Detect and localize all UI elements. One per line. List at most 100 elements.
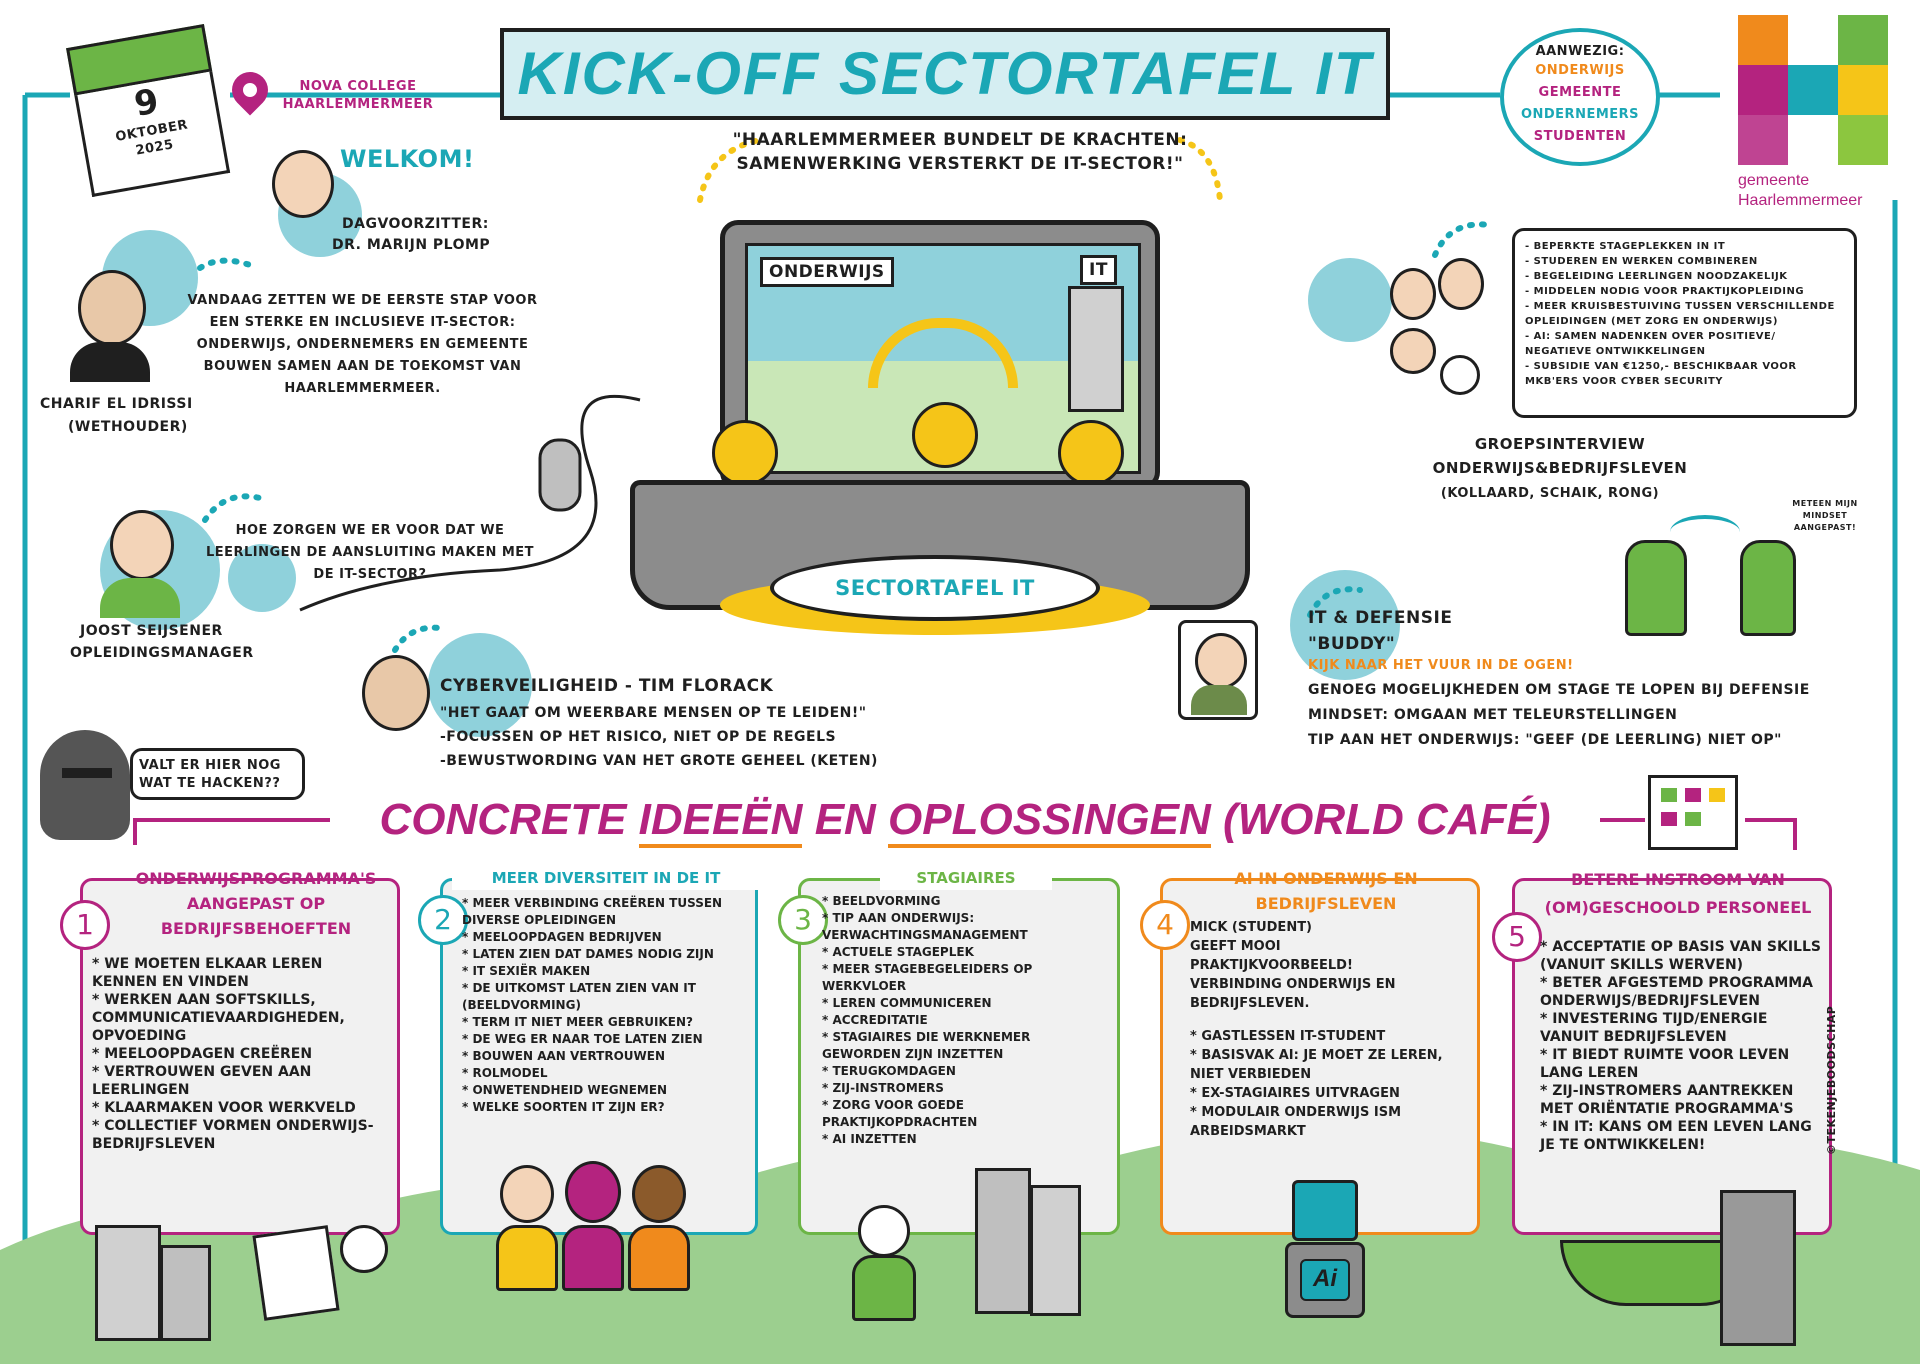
header-quote: "HAARLEMMERMEER BUNDELT DE KRACHTEN: SAM… [732,130,1188,174]
hacker-quote: VALT ER HIER NOG WAT TE HACKEN?? [139,758,281,791]
chair-role: DAGVOORZITTER: [342,216,489,232]
card-item: * DE UITKOMST LATEN ZIEN VAN IT (BEELDVO… [462,981,696,1012]
defensie-line: MINDSET: OMGAAN MET TELEURSTELLINGEN [1308,707,1678,723]
card-content: MICK (STUDENT) GEEFT MOOI PRAKTIJKVOORBE… [1190,918,1472,1168]
card-number: 2 [418,895,468,945]
card-item: * VERTROUWEN GEVEN AAN LEERLINGEN [92,1064,312,1098]
card-item: * DE WEG ER NAAR TOE LATEN ZIEN [462,1032,703,1046]
onderwijs-sign: ONDERWIJS [760,257,894,287]
hacker-mask [62,768,112,778]
chair-name: DR. MARIJN PLOMP [332,237,491,253]
card-item: * BEELDVORMING [822,894,941,908]
opleidingsmanager-name: JOOST SEIJSENER [80,623,223,639]
card-item: * BETER AFGESTEMD PROGRAMMA ONDERWIJS/BE… [1540,975,1814,1009]
worldcafe-title: CONCRETE IDEEËN EN OPLOSSINGEN (WORLD CA… [330,790,1600,850]
interview-bullet: - MIDDELEN NODIG VOOR PRAKTIJKOPLEIDING [1525,286,1805,297]
worldcafe-card-5 [1512,878,1832,1235]
calendar-icon: 9 OKTOBER 2025 [66,23,231,198]
defensie-title: IT & DEFENSIE "BUDDY" [1308,608,1453,654]
cyber-speaker-avatar [362,655,430,731]
card-item: * ACTUELE STAGEPLEK [822,945,974,959]
card-item: * TERM IT NIET MEER GEBRUIKEN? [462,1015,693,1029]
building-illustration [1720,1190,1796,1346]
worldcafe-title-part: OPLOSSINGEN [888,795,1211,848]
card-number: 3 [778,895,828,945]
card-title: ONDERWIJSPROGRAMMA'S AANGEPAST OP BEDRIJ… [135,869,377,938]
interview-bullet: - BEPERKTE STAGEPLEKKEN IN IT [1525,241,1726,252]
worldcafe-title-part: EN [802,795,889,844]
card-item: * WE MOETEN ELKAAR LEREN KENNEN EN VINDE… [92,956,323,990]
cyber-title: CYBERVEILIGHEID - TIM FLORACK [440,676,774,696]
card-item: * MEER VERBINDING CREËREN TUSSEN DIVERSE… [462,896,723,927]
card-item: PRAKTIJKVOORBEELD! [1190,958,1353,973]
title-banner: KICK-OFF SECTORTAFEL IT [500,28,1390,120]
lightbulb-icon [912,402,978,468]
wethouder-role: (WETHOUDER) [68,419,188,435]
presenter-figure [340,1225,388,1273]
robot-label: Ai [1300,1259,1350,1301]
worldcafe-card-1 [80,878,400,1235]
opleidingsmanager-quote: HOE ZORGEN WE ER VOOR DAT WE LEERLINGEN … [205,523,535,582]
card-content: * BEELDVORMING * TIP AAN ONDERWIJS: VERW… [822,893,1112,1173]
card-item: * INVESTERING TIJD/ENERGIE VANUIT BEDRIJ… [1540,1011,1768,1045]
card-item: BEDRIJFSLEVEN. [1190,996,1310,1011]
flipchart-icon [1648,775,1738,850]
attendance-group: STUDENTEN [1533,129,1627,144]
cyber-line: -BEWUSTWORDING VAN HET GROTE GEHEEL (KET… [440,753,878,769]
opleidingsmanager-role: OPLEIDINGSMANAGER [70,645,254,661]
attendance-group: GEMEENTE [1538,85,1622,100]
mindset-note: METEEN MIJN MINDSET AANGEPAST! [1792,499,1858,532]
hacker-speech-bubble: VALT ER HIER NOG WAT TE HACKEN?? [130,748,305,800]
robot-body: Ai [1285,1242,1365,1318]
card-content: * MEER VERBINDING CREËREN TUSSEN DIVERSE… [462,895,752,1145]
card-item: * ACCEPTATIE OP BASIS VAN SKILLS (VANUIT… [1540,939,1821,973]
card-item: * WERKEN AAN SOFTSKILLS, COMMUNICATIEVAA… [92,992,345,1044]
arrow-icon [1670,515,1740,549]
welcome-title: WELKOM! [340,145,475,173]
card-item: * LATEN ZIEN DAT DAMES NODIG ZIJN [462,947,714,961]
card-content: * WE MOETEN ELKAAR LEREN KENNEN EN VINDE… [92,955,392,1205]
wethouder-body [70,342,150,382]
card-item: * MODULAIR ONDERWIJS ISM ARBEIDSMARKT [1190,1105,1402,1139]
robot-icon [1292,1180,1358,1241]
it-sign: IT [1080,255,1117,285]
it-building [1068,286,1124,412]
slumped-figure [1625,540,1687,636]
interview-title: GROEPSINTERVIEW ONDERWIJS&BEDRIJFSLEVEN [1432,435,1688,477]
card-item: * ONWETENDHEID WEGNEMEN [462,1083,668,1097]
card-item: * IT BIEDT RUIMTE VOOR LEVEN LANG LEREN [1540,1047,1790,1081]
worldcafe-title-part: CONCRETE [379,795,639,844]
card-item: * MEELOOPDAGEN BEDRIJVEN [462,930,662,944]
card-number: 4 [1140,900,1190,950]
card-item: * KLAARMAKEN VOOR WERKVELD [92,1100,356,1116]
wethouder-quote: VANDAAG ZETTEN WE DE EERSTE STAP VOOR EE… [187,293,538,396]
card-title: AI IN ONDERWIJS EN BEDRIJFSLEVEN [1234,869,1418,913]
logo-text-1: gemeente [1738,172,1810,189]
card-item: * ZIJ-INSTROMERS [822,1081,944,1095]
building-illustration [95,1225,161,1341]
card-item: * ZORG VOOR GOEDE PRAKTIJKOPDRACHTEN [822,1098,978,1129]
card-item: * MEELOOPDAGEN CREËREN [92,1046,313,1062]
interview-box: - BEPERKTE STAGEPLEKKEN IN IT - STUDEREN… [1512,228,1857,418]
card-item: * COLLECTIEF VORMEN ONDERWIJS-BEDRIJFSLE… [92,1118,374,1152]
card-title: MEER DIVERSITEIT IN DE IT [452,866,760,890]
card-item: * AI INZETTEN [822,1132,917,1146]
flipchart-illustration [252,1225,340,1321]
card-item: * IN IT: KANS OM EEN LEVEN LANG JE TE ON… [1540,1119,1812,1153]
card-item: * BOUWEN AAN VERTROUWEN [462,1049,666,1063]
card-item [1190,1013,1472,1027]
page-title: KICK-OFF SECTORTAFEL IT [517,40,1373,107]
interview-names: (KOLLAARD, SCHAIK, RONG) [1440,486,1660,501]
card-item: MICK (STUDENT) [1190,920,1313,935]
worldcafe-card-3 [798,878,1120,1235]
graduate-body [852,1255,916,1321]
location-name: NOVA COLLEGE HAARLEMMERMEER [282,79,434,112]
building-illustration [160,1245,211,1341]
defensie-highlight: KIJK NAAR HET VUUR IN DE OGEN! [1308,658,1574,673]
card-item: * STAGIAIRES DIE WERKNEMER GEWORDEN ZIJN… [822,1030,1031,1061]
worldcafe-title-part: IDEEËN [638,795,803,848]
card-item: GEEFT MOOI [1190,939,1281,954]
headset-icon [1178,620,1258,720]
interview-bullet: - BEGELEIDING LEERLINGEN NOODZAKELIJK [1525,271,1788,282]
card-item: * IT SEXIËR MAKEN [462,964,591,978]
